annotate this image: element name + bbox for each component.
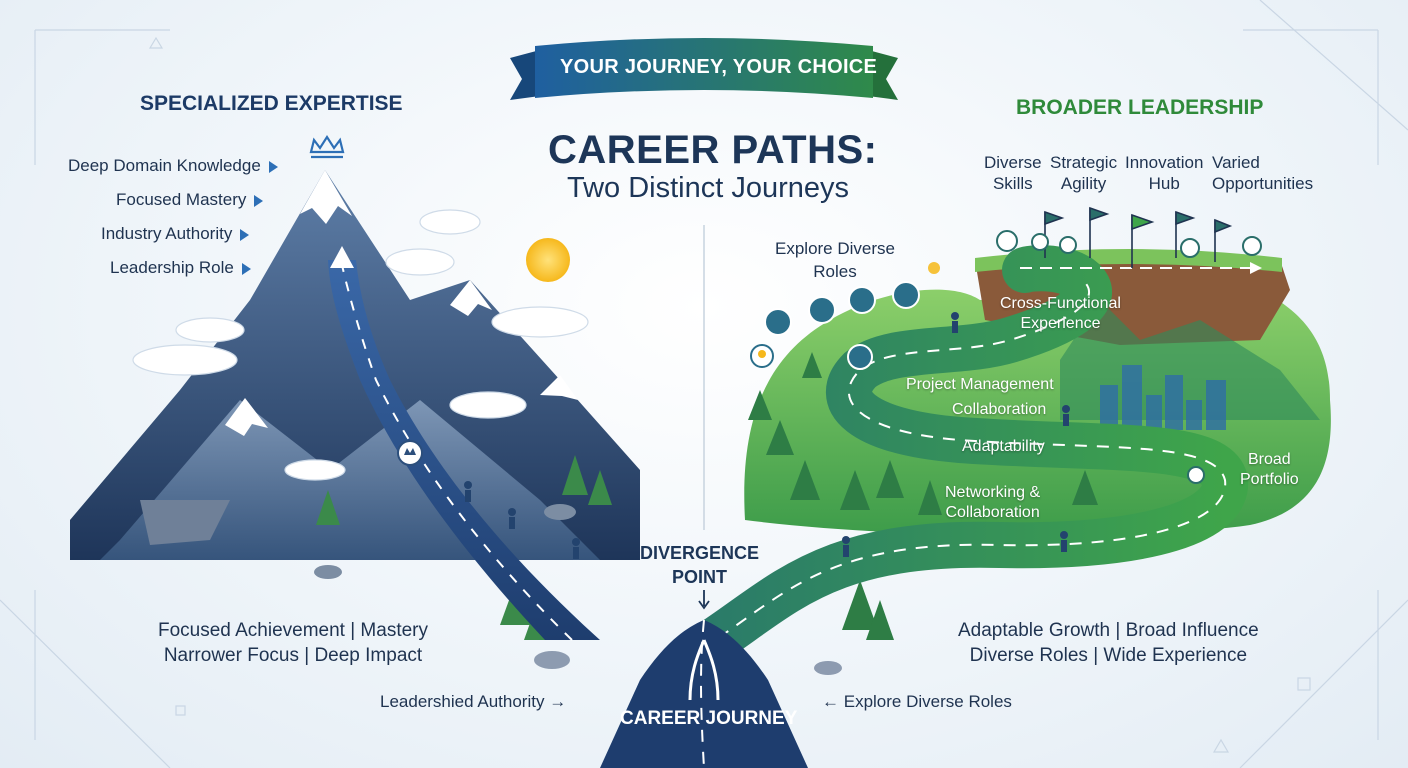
road-label-project: Project Management (906, 376, 1054, 393)
climbers (464, 481, 580, 559)
left-label-mastery: Focused Mastery (116, 190, 264, 210)
career-journey-label: CAREER JOURNEY (620, 708, 798, 729)
plateau-icons (996, 230, 1262, 258)
arrow-right-icon (241, 262, 251, 275)
left-heading: SPECIALIZED EXPERTISE (140, 92, 403, 115)
left-foot-label: Leadershied Authority → (380, 692, 567, 711)
explore-icons (764, 281, 920, 370)
arrow-right-icon (268, 160, 278, 173)
arrow-right-icon: → (549, 692, 567, 711)
flag-icons (1044, 206, 1233, 268)
road-label-collaboration: Collaboration (952, 401, 1047, 418)
arrow-right-icon (254, 194, 264, 207)
left-label-leadership: Leadership Role (110, 258, 251, 278)
left-label-authority: Industry Authority (101, 224, 250, 244)
page-title: CAREER PATHS: (548, 128, 878, 172)
left-road (328, 260, 600, 640)
right-foot-label: ← Explore Diverse Roles (822, 692, 1012, 711)
sun-icon (526, 238, 570, 282)
arrow-right-icon (240, 228, 250, 241)
banner-text: YOUR JOURNEY, YOUR CHOICE (560, 56, 878, 78)
left-summary: Focused Achievement | Mastery Narrower F… (158, 620, 428, 666)
clouds (132, 209, 589, 481)
down-arrow-icon (698, 590, 710, 610)
city-skyline (1100, 365, 1226, 430)
right-heading: BROADER LEADERSHIP (1016, 96, 1264, 119)
arrow-left-icon: ← (822, 692, 839, 711)
up-arrow-icon (330, 246, 354, 268)
crown-icon (309, 134, 345, 159)
rock (534, 651, 570, 669)
career-journey-road (600, 620, 808, 768)
idea-bulb-icon (928, 262, 940, 274)
right-summary: Adaptable Growth | Broad Influence Diver… (958, 620, 1259, 666)
lightbulb-icon (750, 344, 774, 368)
banner-ribbon (510, 38, 898, 100)
portfolio-bulb-icon (1187, 466, 1205, 484)
rock (814, 661, 842, 675)
page-subtitle: Two Distinct Journeys (567, 172, 850, 204)
road-label-adaptability: Adaptability (962, 438, 1045, 455)
walkers (842, 312, 1070, 557)
pine-trees-right (748, 352, 1098, 640)
road-label-networking: Networking &Collaboration (945, 484, 1041, 521)
location-pin-icon (397, 440, 423, 466)
left-label-domain: Deep Domain Knowledge (68, 156, 278, 176)
